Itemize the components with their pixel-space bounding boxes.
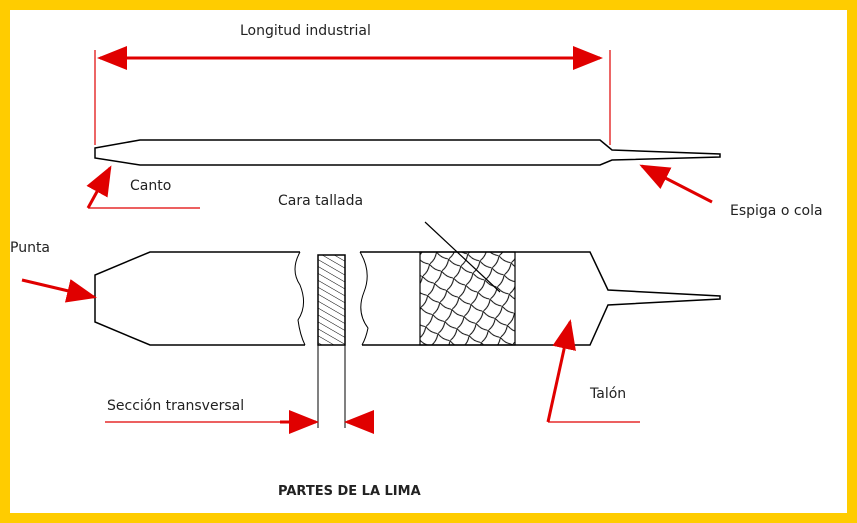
tang-arrow [639, 164, 713, 204]
edge-label: Canto [130, 178, 171, 194]
tip-arrow [21, 278, 97, 303]
edge-arrow [86, 165, 112, 209]
diagram-title: PARTES DE LA LIMA [278, 484, 421, 499]
length-dimension [94, 46, 611, 145]
cross-section-label: Sección transversal [107, 398, 244, 414]
heel-label: Talón [589, 386, 626, 402]
cut-face-area [419, 251, 516, 346]
file-top-view [94, 251, 721, 346]
length-label: Longitud industrial [240, 23, 371, 39]
file-side-view [94, 139, 721, 166]
tang-label: Espiga o cola [730, 203, 823, 219]
cross-section [317, 254, 346, 346]
heel-arrow [546, 319, 576, 423]
tip-label: Punta [10, 240, 50, 256]
cut-face-label: Cara tallada [278, 193, 363, 209]
